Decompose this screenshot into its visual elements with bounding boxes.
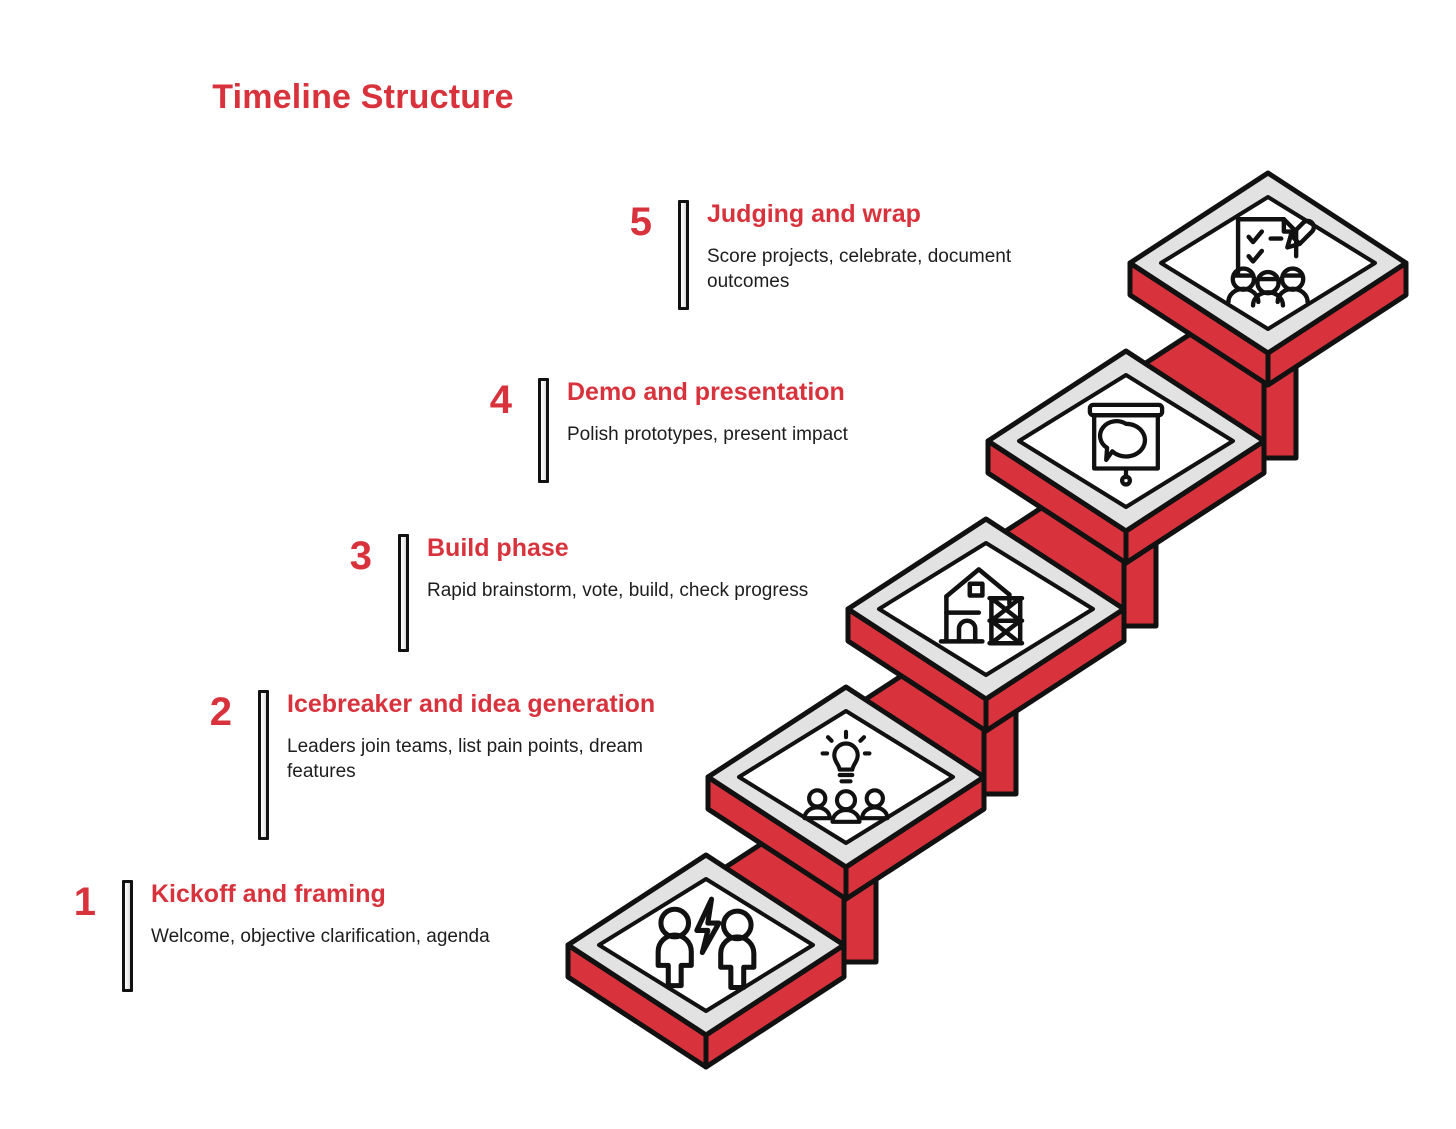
step-divider-bar-2	[258, 690, 269, 840]
step-heading-2: Icebreaker and idea generation	[287, 690, 656, 718]
step-heading-1: Kickoff and framing	[151, 880, 386, 908]
step-description-2: Leaders join teams, list pain points, dr…	[287, 735, 643, 782]
step-divider-bar-4	[538, 378, 549, 483]
step-text-5: Judging and wrap Score projects, celebra…	[707, 200, 1026, 294]
step-item-2[interactable]: 2 Icebreaker and idea generation Leaders…	[186, 690, 696, 840]
step-number-2: 2	[209, 690, 232, 734]
presentation-board-speech-bubble-icon	[1090, 405, 1162, 485]
step-divider-bar-5	[678, 200, 689, 310]
step-description-5: Score projects, celebrate, document outc…	[707, 245, 1012, 292]
checklist-pencil-judges-icon	[1228, 219, 1313, 305]
two-people-lightning-icon	[658, 899, 754, 987]
step-heading-5: Judging and wrap	[707, 200, 921, 228]
step-number-3: 3	[349, 534, 372, 578]
page-title: Timeline Structure	[212, 78, 514, 116]
step-divider-bar-3	[398, 534, 409, 652]
riser-2-3	[843, 619, 1019, 887]
house-construction-scaffolding-icon	[941, 569, 1022, 643]
step-description-3: Rapid brainstorm, vote, build, check pro…	[427, 579, 809, 601]
step-item-4[interactable]: 4 Demo and presentation Polish prototype…	[466, 378, 966, 483]
step-text-4: Demo and presentation Polish prototypes,…	[567, 378, 966, 447]
step-text-3: Build phase Rapid brainstorm, vote, buil…	[427, 534, 846, 603]
step-platform-2[interactable]	[708, 687, 984, 899]
step-item-3[interactable]: 3 Build phase Rapid brainstorm, vote, bu…	[326, 534, 846, 652]
step-heading-3: Build phase	[427, 534, 569, 562]
step-description-4: Polish prototypes, present impact	[567, 423, 848, 445]
lightbulb-team-icon	[805, 732, 888, 822]
step-platform-3[interactable]	[848, 519, 1124, 731]
step-item-1[interactable]: 1 Kickoff and framing Welcome, objective…	[50, 880, 550, 992]
step-platform-5[interactable]	[1130, 173, 1406, 385]
step-text-1: Kickoff and framing Welcome, objective c…	[151, 880, 550, 949]
step-description-1: Welcome, objective clarification, agenda	[151, 925, 490, 947]
step-number-1: 1	[73, 880, 96, 924]
step-divider-bar-1	[122, 880, 133, 992]
step-text-2: Icebreaker and idea generation Leaders j…	[287, 690, 696, 784]
riser-1-2	[703, 787, 879, 1055]
step-heading-4: Demo and presentation	[567, 378, 845, 406]
step-platform-4[interactable]	[988, 351, 1264, 563]
step-platform-1[interactable]	[568, 855, 844, 1067]
step-number-4: 4	[489, 378, 512, 422]
riser-3-4	[983, 451, 1159, 719]
step-item-5[interactable]: 5 Judging and wrap Score projects, celeb…	[606, 200, 1026, 310]
riser-4-5	[1123, 283, 1299, 551]
step-number-5: 5	[629, 200, 652, 244]
